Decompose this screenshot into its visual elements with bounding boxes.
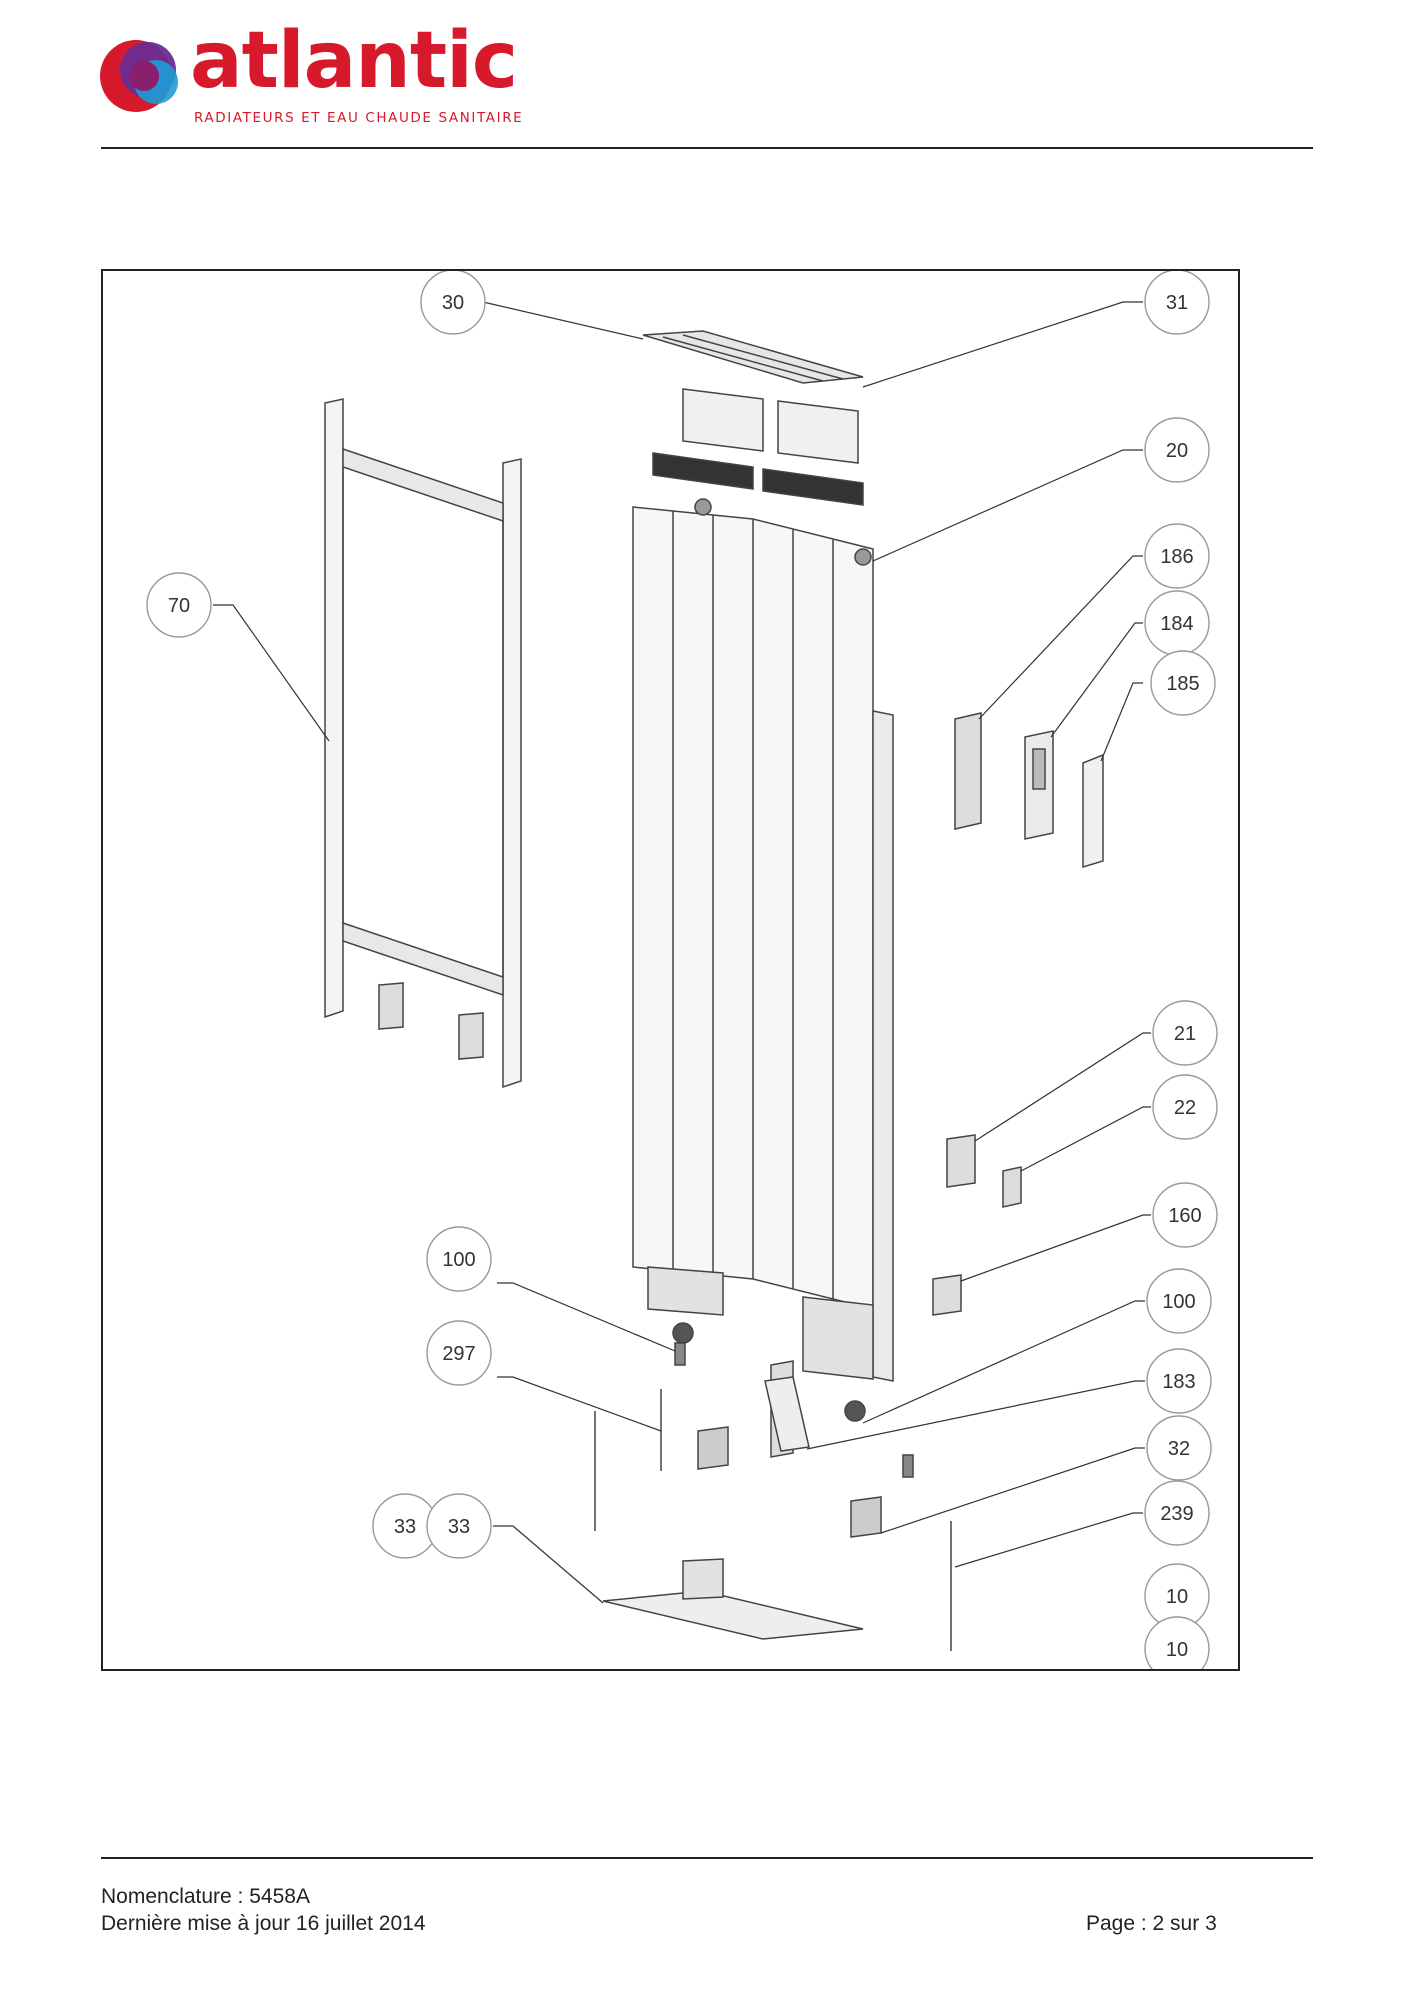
callout-30: 30 (420, 271, 486, 335)
bottom-components-part (594, 1342, 952, 1651)
control-components-part (932, 712, 1104, 1316)
callout-186: 186 (1144, 523, 1210, 589)
callout-160: 160 (1152, 1182, 1218, 1248)
callout-21: 21 (1152, 1000, 1218, 1066)
callout-70: 70 (146, 572, 212, 638)
callout-10-lower: 10 (1144, 1616, 1210, 1669)
svg-text:31: 31 (1166, 292, 1188, 314)
parts-drawing: 30 31 20 186 184 185 (146, 271, 1218, 1669)
callout-bubbles: 30 31 20 186 184 185 (146, 271, 1218, 1669)
callout-31: 31 (1144, 271, 1210, 335)
svg-text:30: 30 (442, 292, 464, 314)
callout-32: 32 (1146, 1415, 1212, 1481)
svg-text:184: 184 (1160, 613, 1193, 635)
callout-239: 239 (1144, 1480, 1210, 1546)
footer-divider (101, 1857, 1313, 1859)
svg-text:183: 183 (1162, 1371, 1195, 1393)
top-grille-part (642, 330, 864, 506)
callout-33-right: 33 (426, 1493, 492, 1559)
callout-20: 20 (1144, 417, 1210, 483)
callout-100-right: 100 (1146, 1268, 1212, 1334)
callout-183: 183 (1146, 1348, 1212, 1414)
svg-text:22: 22 (1174, 1097, 1196, 1119)
svg-text:21: 21 (1174, 1023, 1196, 1045)
svg-text:160: 160 (1168, 1205, 1201, 1227)
svg-text:33: 33 (448, 1516, 470, 1538)
svg-text:20: 20 (1166, 440, 1188, 462)
callout-297: 297 (426, 1320, 492, 1386)
nomenclature-code: Nomenclature : 5458A (101, 1885, 310, 1908)
header-divider (101, 147, 1313, 149)
brand-name: atlantic (190, 16, 518, 106)
rear-frame-part (324, 398, 522, 1089)
callout-leaders (213, 301, 1151, 1604)
svg-text:185: 185 (1166, 673, 1199, 695)
svg-text:100: 100 (442, 1249, 475, 1271)
page-header: atlantic RADIATEURS ET EAU CHAUDE SANITA… (0, 0, 1410, 160)
brand-tagline: RADIATEURS ET EAU CHAUDE SANITAIRE (194, 110, 524, 126)
callout-10-upper: 10 (1144, 1563, 1210, 1629)
callout-22: 22 (1152, 1074, 1218, 1140)
svg-text:297: 297 (442, 1343, 475, 1365)
exploded-parts-diagram: 30 31 20 186 184 185 (101, 269, 1240, 1671)
last-update-date: Dernière mise à jour 16 juillet 2014 (101, 1912, 426, 1935)
svg-text:33: 33 (394, 1516, 416, 1538)
page-number: Page : 2 sur 3 (1086, 1912, 1217, 1935)
svg-text:239: 239 (1160, 1503, 1193, 1525)
atlantic-logo-mark-icon (100, 40, 178, 112)
callout-185: 185 (1150, 650, 1216, 716)
svg-text:186: 186 (1160, 546, 1193, 568)
callout-184: 184 (1144, 590, 1210, 656)
radiator-body-part (632, 498, 894, 1422)
svg-text:100: 100 (1162, 1291, 1195, 1313)
svg-text:10: 10 (1166, 1586, 1188, 1608)
svg-text:32: 32 (1168, 1438, 1190, 1460)
svg-text:70: 70 (168, 595, 190, 617)
callout-100-left: 100 (426, 1226, 492, 1292)
svg-text:10: 10 (1166, 1639, 1188, 1661)
atlantic-logo: atlantic RADIATEURS ET EAU CHAUDE SANITA… (98, 22, 558, 138)
